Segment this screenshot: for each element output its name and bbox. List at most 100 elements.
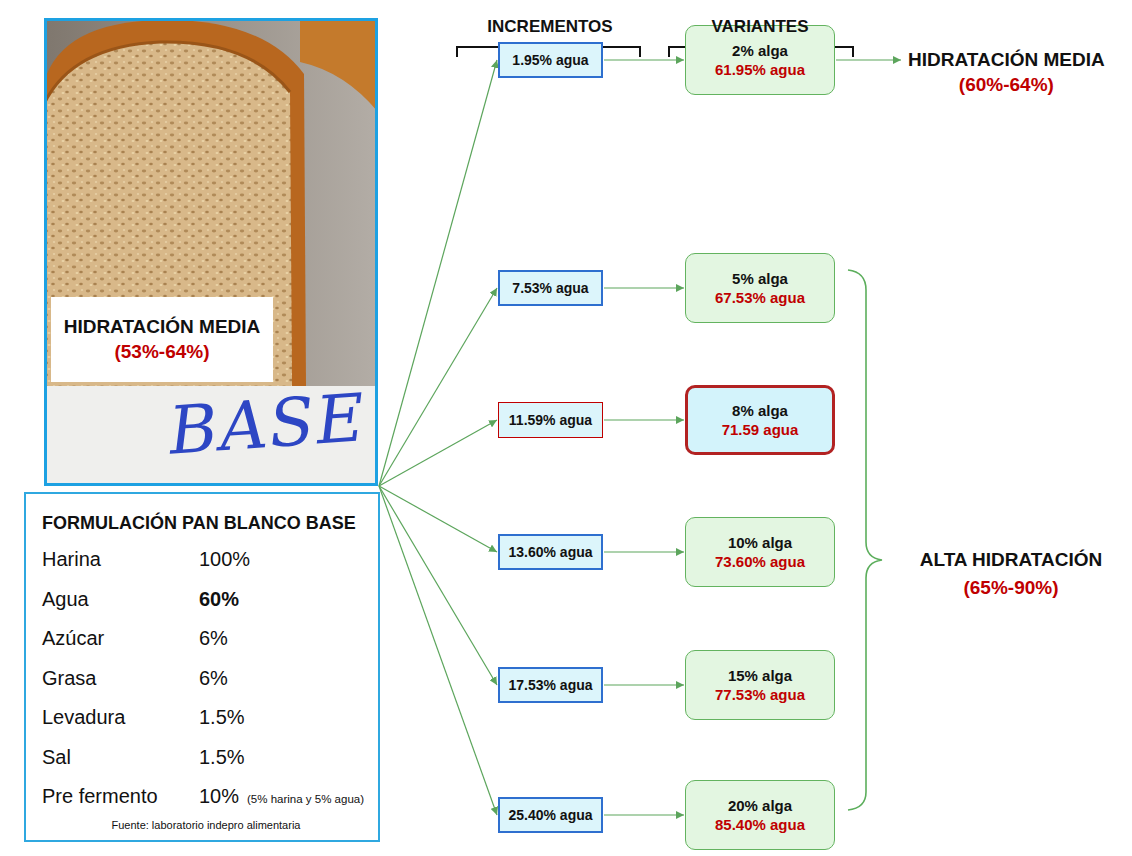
connector-arrow (379, 486, 497, 815)
group-brace (848, 270, 882, 810)
table-row: Agua60% (42, 579, 370, 619)
increment-box: 7.53% agua (498, 270, 603, 306)
table-cell: Azúcar (42, 625, 199, 651)
increment-box: 25.40% agua (498, 797, 603, 833)
increment-text: 13.60% agua (508, 543, 592, 561)
ingredient-percent: 60% (199, 586, 239, 612)
photo-range: (53%-64%) (114, 340, 209, 365)
ingredient-name: Harina (42, 546, 199, 572)
connector-arrow (379, 486, 497, 552)
table-row: Harina100% (42, 539, 370, 579)
ingredient-name: Grasa (42, 665, 199, 691)
table-cell: 1.5% (199, 704, 245, 730)
connector-arrow (379, 288, 497, 486)
label-wrap: (65%-90%) (963, 577, 1058, 599)
ingredient-name: Azúcar (42, 625, 199, 651)
hydration-range: (60%-64%) (959, 73, 1054, 98)
variant-box: 20% alga85.40% agua (685, 780, 835, 850)
table-cell: Harina (42, 546, 199, 572)
algae-percent: 8% alga (732, 401, 788, 421)
formula-table-box: FORMULACIÓN PAN BLANCO BASEHarina100%Agu… (24, 492, 380, 842)
ingredient-name: Pre fermento (42, 783, 199, 809)
ingredient-percent: 1.5% (199, 704, 245, 730)
increment-text: 25.40% agua (508, 806, 592, 824)
increment-text: 17.53% agua (508, 676, 592, 694)
ingredient-percent: 6% (199, 625, 228, 651)
table-cell: Levadura (42, 704, 199, 730)
connector-arrow (379, 420, 497, 486)
water-percent: 77.53% agua (715, 685, 805, 705)
table-cell: 6% (199, 625, 228, 651)
table-cell: 10% (5% harina y 5% agua) (199, 783, 364, 809)
connector-arrow (836, 59, 901, 60)
increment-text: 1.95% agua (512, 51, 588, 69)
column-header: INCREMENTOS (487, 17, 612, 37)
algae-percent: 2% alga (732, 41, 788, 61)
label-wrap: INCREMENTOS (487, 17, 612, 37)
table-cell: 100% (199, 546, 250, 572)
connector-arrow (379, 60, 497, 486)
table-cell: 6% (199, 665, 228, 691)
variant-box: 10% alga73.60% agua (685, 517, 835, 587)
connector-arrow (604, 814, 684, 815)
ingredient-percent: 1.5% (199, 744, 245, 770)
ingredient-name: Levadura (42, 704, 199, 730)
algae-percent: 20% alga (728, 796, 792, 816)
increment-box: 1.95% agua (498, 42, 603, 78)
table-cell: Agua (42, 586, 199, 612)
water-percent: 61.95% agua (715, 60, 805, 80)
water-percent: 85.40% agua (715, 815, 805, 835)
connector-arrow (379, 486, 497, 685)
label-wrap: VARIANTES (712, 17, 809, 37)
bread-photo (44, 18, 378, 486)
variant-box: 15% alga77.53% agua (685, 650, 835, 720)
handwritten-wrap: BASE (167, 382, 369, 468)
variant-box: 5% alga67.53% agua (685, 253, 835, 323)
algae-percent: 10% alga (728, 533, 792, 553)
handwritten-label: BASE (167, 382, 369, 468)
water-percent: 73.60% agua (715, 552, 805, 572)
group-label: (65%-90%) (963, 577, 1058, 599)
group-label: ALTA HIDRATACIÓN (920, 549, 1103, 571)
ingredient-percent: 10% (199, 783, 239, 809)
hydration-heading: HIDRATACIÓN MEDIA (908, 48, 1105, 73)
connector-arrow (604, 551, 684, 552)
photo-heading: HIDRATACIÓN MEDIA (64, 315, 261, 340)
ingredient-name: Sal (42, 744, 199, 770)
ingredient-note: (5% harina y 5% agua) (247, 792, 364, 807)
table-row: Pre fermento10% (5% harina y 5% agua) (42, 776, 370, 816)
table-row: Azúcar6% (42, 618, 370, 658)
increment-box: 13.60% agua (498, 534, 603, 570)
ingredient-percent: 6% (199, 665, 228, 691)
table-cell: 60% (199, 586, 239, 612)
algae-percent: 15% alga (728, 666, 792, 686)
increment-box: 17.53% agua (498, 667, 603, 703)
table-row: Sal1.5% (42, 737, 370, 777)
table-row: Grasa6% (42, 658, 370, 698)
source-note: Fuente: laboratorio indepro alimentaria (42, 818, 370, 832)
connector-arrow (604, 287, 684, 288)
connector-arrow (604, 684, 684, 685)
result-label-node: HIDRATACIÓN MEDIA(60%-64%) (902, 44, 1111, 101)
connector-arrow (604, 59, 684, 60)
column-header: VARIANTES (712, 17, 809, 37)
table-cell: Sal (42, 744, 199, 770)
connector-arrow (604, 419, 684, 420)
label-wrap: ALTA HIDRATACIÓN (920, 549, 1103, 571)
table-cell: 1.5% (199, 744, 245, 770)
table-cell: Pre fermento (42, 783, 199, 809)
increment-box: 11.59% agua (498, 402, 603, 438)
table-title: FORMULACIÓN PAN BLANCO BASE (42, 512, 370, 535)
label-patch: HIDRATACIÓN MEDIA(53%-64%) (51, 297, 273, 382)
photo-box: HIDRATACIÓN MEDIA(53%-64%)BASE (44, 18, 378, 486)
table-row: Levadura1.5% (42, 697, 370, 737)
table-cell: Grasa (42, 665, 199, 691)
water-percent: 67.53% agua (715, 288, 805, 308)
increment-text: 11.59% agua (509, 411, 592, 429)
increment-text: 7.53% agua (512, 279, 588, 297)
variant-box: 8% alga71.59 agua (685, 385, 835, 455)
ingredient-name: Agua (42, 586, 199, 612)
ingredient-percent: 100% (199, 546, 250, 572)
algae-percent: 5% alga (732, 269, 788, 289)
